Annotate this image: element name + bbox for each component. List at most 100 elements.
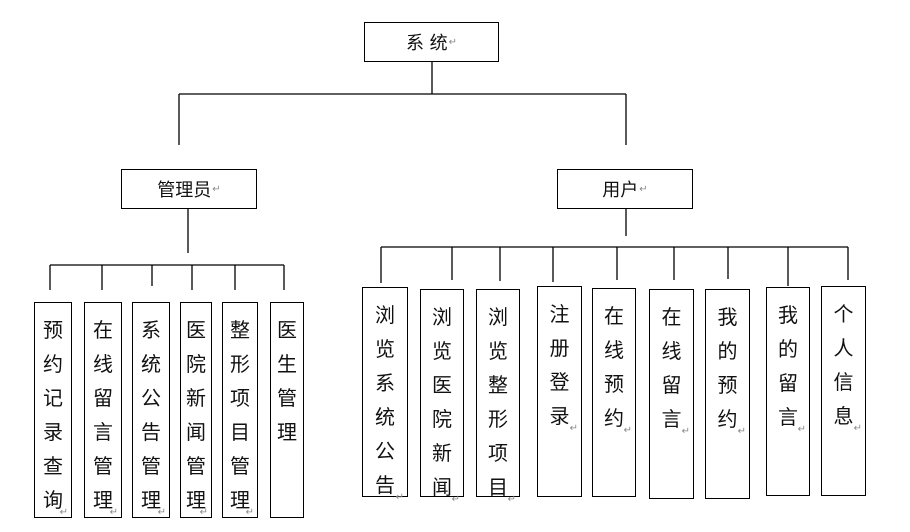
leaf-label: 医院新闻管理 <box>186 313 206 517</box>
user-node: 用户↵ <box>557 169 693 209</box>
leaf-char: 注 <box>549 302 570 326</box>
user-leaf: 浏览医院新闻↵ <box>420 289 464 505</box>
leaf-label: 预约记录查询 <box>43 313 63 517</box>
leaf-label: 个人信息 <box>834 297 854 433</box>
leaf-char: 录 <box>43 420 63 444</box>
leaf-char: 闻 <box>186 420 206 444</box>
leaf-char: 浏 <box>432 305 452 329</box>
leaf-label: 我的留言 <box>778 298 798 434</box>
admin-leaf: 系统公告管理↵ <box>132 302 170 518</box>
leaf-char: 约 <box>717 407 738 431</box>
leaf-char: 整 <box>230 318 250 342</box>
leaf-char: 整 <box>488 373 508 397</box>
leaf-char: 线 <box>661 339 682 363</box>
leaf-char: 览 <box>375 337 395 361</box>
leaf-label: 浏览整形项目 <box>488 300 508 504</box>
leaf-char: 理 <box>277 420 297 444</box>
leaf-label: 整形项目管理 <box>230 313 250 517</box>
leaf-char: 预 <box>717 373 738 397</box>
leaf-char: 浏 <box>375 303 395 327</box>
admin-leaf: 医生管理 <box>270 302 304 518</box>
leaf-char: 线 <box>93 352 113 376</box>
leaf-char: 管 <box>277 386 297 410</box>
paragraph-mark: ↵ <box>569 423 578 434</box>
leaf-label: 注册登录 <box>550 297 570 433</box>
paragraph-mark: ↵ <box>507 494 516 505</box>
leaf-char: 册 <box>549 336 570 360</box>
leaf-char: 告 <box>141 420 161 444</box>
leaf-char: 医 <box>186 318 206 342</box>
leaf-char: 管 <box>230 454 250 478</box>
leaf-char: 浏 <box>488 305 508 329</box>
leaf-label: 医生管理 <box>277 313 297 449</box>
leaf-char: 系 <box>375 371 395 395</box>
user-leaf: 浏览整形项目↵ <box>476 289 520 505</box>
leaf-char: 管 <box>141 454 161 478</box>
leaf-char: 在 <box>604 304 624 328</box>
leaf-char: 告 <box>375 473 395 497</box>
leaf-char: 在 <box>661 305 682 329</box>
paragraph-mark: ↵ <box>623 425 632 436</box>
user-leaf: 我的预约↵ <box>705 289 750 499</box>
leaf-char: 线 <box>604 338 624 362</box>
leaf-char: 统 <box>375 405 395 429</box>
paragraph-mark: ↵ <box>212 183 221 195</box>
leaf-char: 院 <box>186 352 206 376</box>
leaf-char: 新 <box>186 386 206 410</box>
leaf-char: 闻 <box>432 475 452 499</box>
leaf-label: 浏览系统公告 <box>375 298 395 502</box>
leaf-char: 医 <box>277 318 297 342</box>
leaf-label: 我的预约 <box>718 300 738 436</box>
paragraph-mark: ↵ <box>737 426 746 437</box>
leaf-char: 新 <box>432 441 452 465</box>
leaf-label: 系统公告管理 <box>141 313 161 517</box>
leaf-char: 记 <box>43 386 63 410</box>
leaf-char: 院 <box>432 407 452 431</box>
leaf-char: 生 <box>277 352 297 376</box>
leaf-char: 理 <box>186 488 206 512</box>
admin-node: 管理员↵ <box>121 169 257 209</box>
paragraph-mark: ↵ <box>797 424 806 435</box>
admin-label: 管理员 <box>157 180 212 201</box>
leaf-char: 形 <box>488 407 508 431</box>
leaf-char: 的 <box>717 339 738 363</box>
leaf-char: 言 <box>661 407 682 431</box>
leaf-char: 约 <box>604 406 624 430</box>
leaf-char: 统 <box>141 352 161 376</box>
leaf-char: 预 <box>43 318 63 342</box>
leaf-char: 目 <box>230 420 250 444</box>
paragraph-mark: ↵ <box>639 183 648 195</box>
leaf-label: 浏览医院新闻 <box>432 300 452 504</box>
admin-leaf: 整形项目管理↵ <box>222 302 258 518</box>
leaf-char: 医 <box>432 373 452 397</box>
paragraph-mark: ↵ <box>157 507 166 518</box>
leaf-char: 管 <box>186 454 206 478</box>
leaf-label: 在线预约 <box>604 299 624 435</box>
leaf-label: 在线留言管理 <box>93 313 113 517</box>
user-leaf: 个人信息↵ <box>821 286 866 496</box>
root-label: 系 统 <box>405 33 448 54</box>
paragraph-mark: ↵ <box>395 492 404 503</box>
admin-leaf: 预约记录查询↵ <box>34 302 72 518</box>
leaf-char: 登 <box>549 370 570 394</box>
root-node: 系 统↵ <box>364 22 499 62</box>
leaf-char: 理 <box>141 488 161 512</box>
paragraph-mark: ↵ <box>199 507 208 518</box>
leaf-char: 的 <box>778 337 798 361</box>
leaf-char: 询 <box>43 488 63 512</box>
paragraph-mark: ↵ <box>853 423 862 434</box>
admin-leaf: 医院新闻管理↵ <box>180 302 212 518</box>
leaf-label: 在线留言 <box>662 300 682 436</box>
leaf-char: 信 <box>833 370 854 394</box>
leaf-char: 理 <box>230 488 250 512</box>
leaf-char: 公 <box>375 439 395 463</box>
paragraph-mark: ↵ <box>59 507 68 518</box>
user-leaf: 在线留言↵ <box>649 289 694 499</box>
leaf-char: 项 <box>488 441 508 465</box>
leaf-char: 管 <box>93 454 113 478</box>
leaf-char: 息 <box>833 404 854 428</box>
leaf-char: 览 <box>488 339 508 363</box>
paragraph-mark: ↵ <box>245 507 254 518</box>
leaf-char: 我 <box>717 305 738 329</box>
